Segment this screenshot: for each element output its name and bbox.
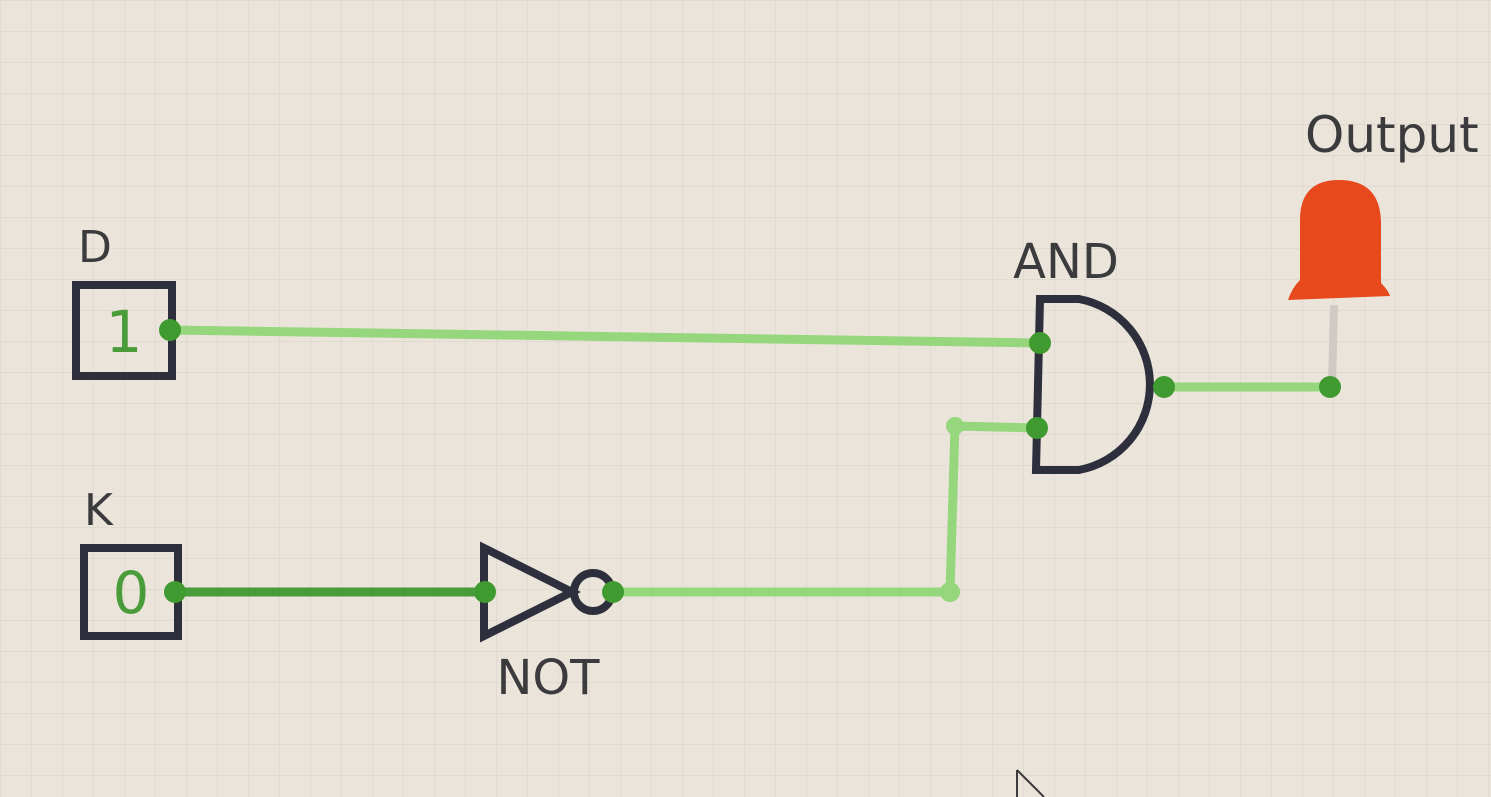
wire-d-to-and[interactable] [165,325,1045,348]
and-output-pin[interactable] [1153,376,1175,398]
mouse-pointer-icon [1016,769,1045,797]
input-label-k: K [84,485,114,536]
and-gate-body [1031,295,1154,474]
led-lead [1328,304,1338,386]
switch-value-d: 1 [106,298,143,366]
output-label: Output [1305,106,1479,164]
led-input-pin[interactable] [1319,376,1341,398]
input-switch-d[interactable]: D 1 [72,222,181,380]
led-bulb-icon [1288,180,1390,300]
not-input-pin[interactable] [474,581,496,603]
output-pin-d[interactable] [159,319,181,341]
output-pin-k[interactable] [164,581,186,603]
switch-value-k: 0 [113,559,150,627]
and-input-pin-2[interactable] [1026,417,1048,439]
and-input-pin-1[interactable] [1029,332,1051,354]
wire-junction [946,417,964,435]
not-output-pin[interactable] [602,581,624,603]
input-switch-k[interactable]: K 0 [80,485,186,640]
output-led[interactable]: Output [1288,106,1479,398]
not-gate-label: NOT [496,650,600,706]
and-gate-label: AND [1013,234,1119,290]
and-gate[interactable]: AND [1013,234,1175,474]
wires [165,325,1335,602]
wire-junction [940,582,960,602]
input-label-d: D [78,222,112,273]
wire-not-to-and[interactable] [608,421,1042,597]
not-gate[interactable]: NOT [474,541,624,706]
